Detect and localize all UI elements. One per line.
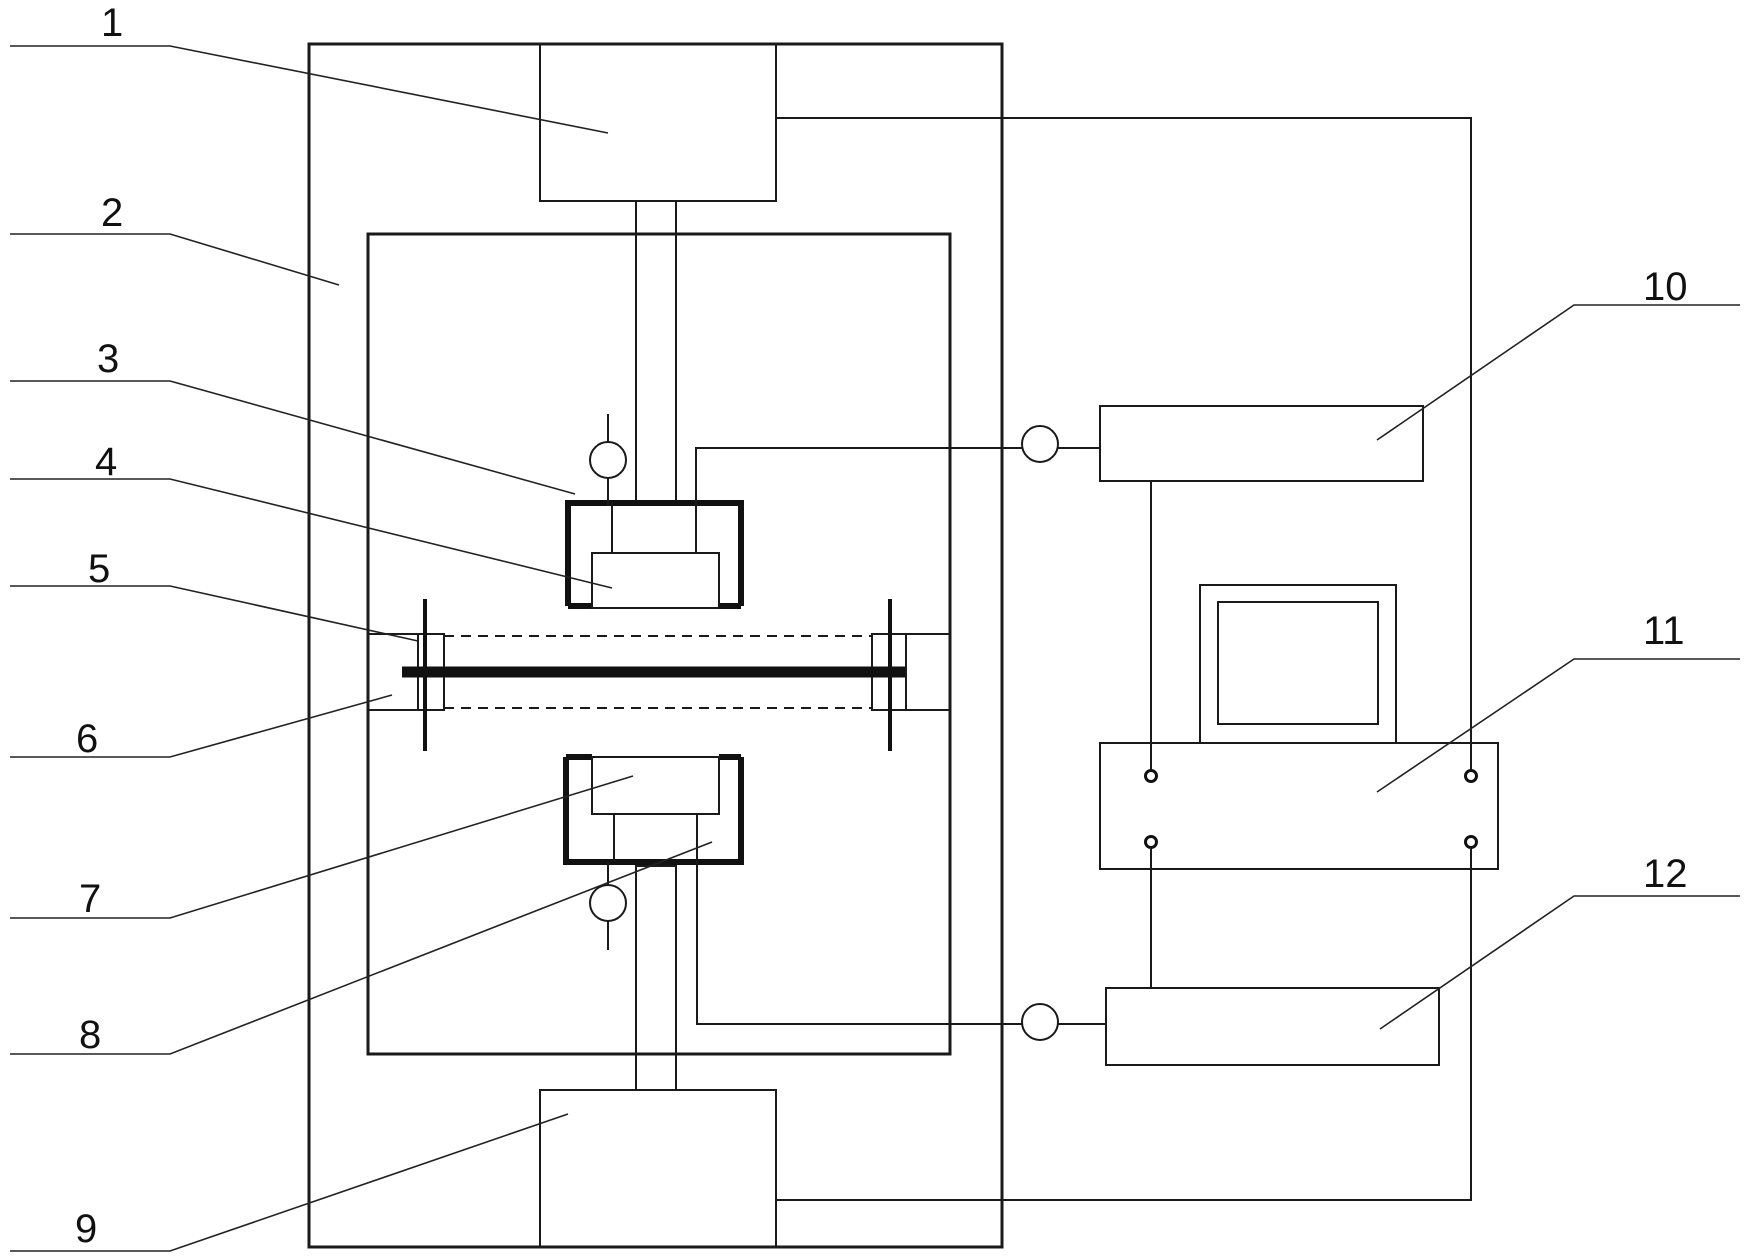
port-top-right [1464,769,1478,783]
label-12: 12 [1643,852,1688,896]
upper-clamp-housing [565,500,744,606]
leader-9 [10,1113,569,1252]
inner-chamber [366,232,952,1056]
label-11: 11 [1643,609,1685,653]
instrument-10 [1099,405,1424,482]
label-8: 8 [79,1013,101,1057]
leader-7 [10,775,634,919]
label-4: 4 [95,440,117,484]
leader-8 [10,841,713,1055]
leader-12 [1379,895,1740,1030]
outer-frame [307,42,1004,1249]
port-bottom-left [1144,835,1158,849]
leader-4 [10,478,613,589]
lower-rod [635,865,677,1091]
cable-top-drive [776,117,1472,770]
lower-sensor [589,884,627,922]
bottom-drive-block [539,1089,777,1248]
label-1: 1 [101,1,123,45]
leader-10 [1376,304,1740,441]
leader-6 [10,694,393,758]
lower-clamp-housing [563,757,744,865]
label-7: 7 [79,877,101,921]
upper-electrode [591,552,720,609]
lower-electrode [591,756,720,815]
label-6: 6 [76,717,98,761]
top-drive-block [539,43,777,202]
label-10: 10 [1643,265,1688,309]
label-3: 3 [97,337,119,381]
lower-connector [1021,1003,1059,1041]
computer-case [1099,742,1499,870]
leader-3 [10,380,576,495]
upper-rod [635,200,677,502]
monitor-frame [1199,584,1397,744]
label-5: 5 [88,547,110,591]
upper-connector [1021,425,1059,463]
leader-1 [10,45,609,134]
label-2: 2 [101,191,123,235]
instrument-12 [1105,987,1440,1066]
upper-sensor [589,441,627,479]
lower-signal-wire [696,862,1106,1025]
monitor-screen [1217,601,1379,725]
port-top-left [1144,769,1158,783]
port-bottom-right [1464,835,1478,849]
upper-signal-wire [695,447,1100,503]
leader-5 [10,585,419,642]
leader-2 [10,233,340,286]
label-9: 9 [75,1207,97,1251]
cable-bottom-drive [776,848,1472,1201]
leader-11 [1376,658,1740,793]
